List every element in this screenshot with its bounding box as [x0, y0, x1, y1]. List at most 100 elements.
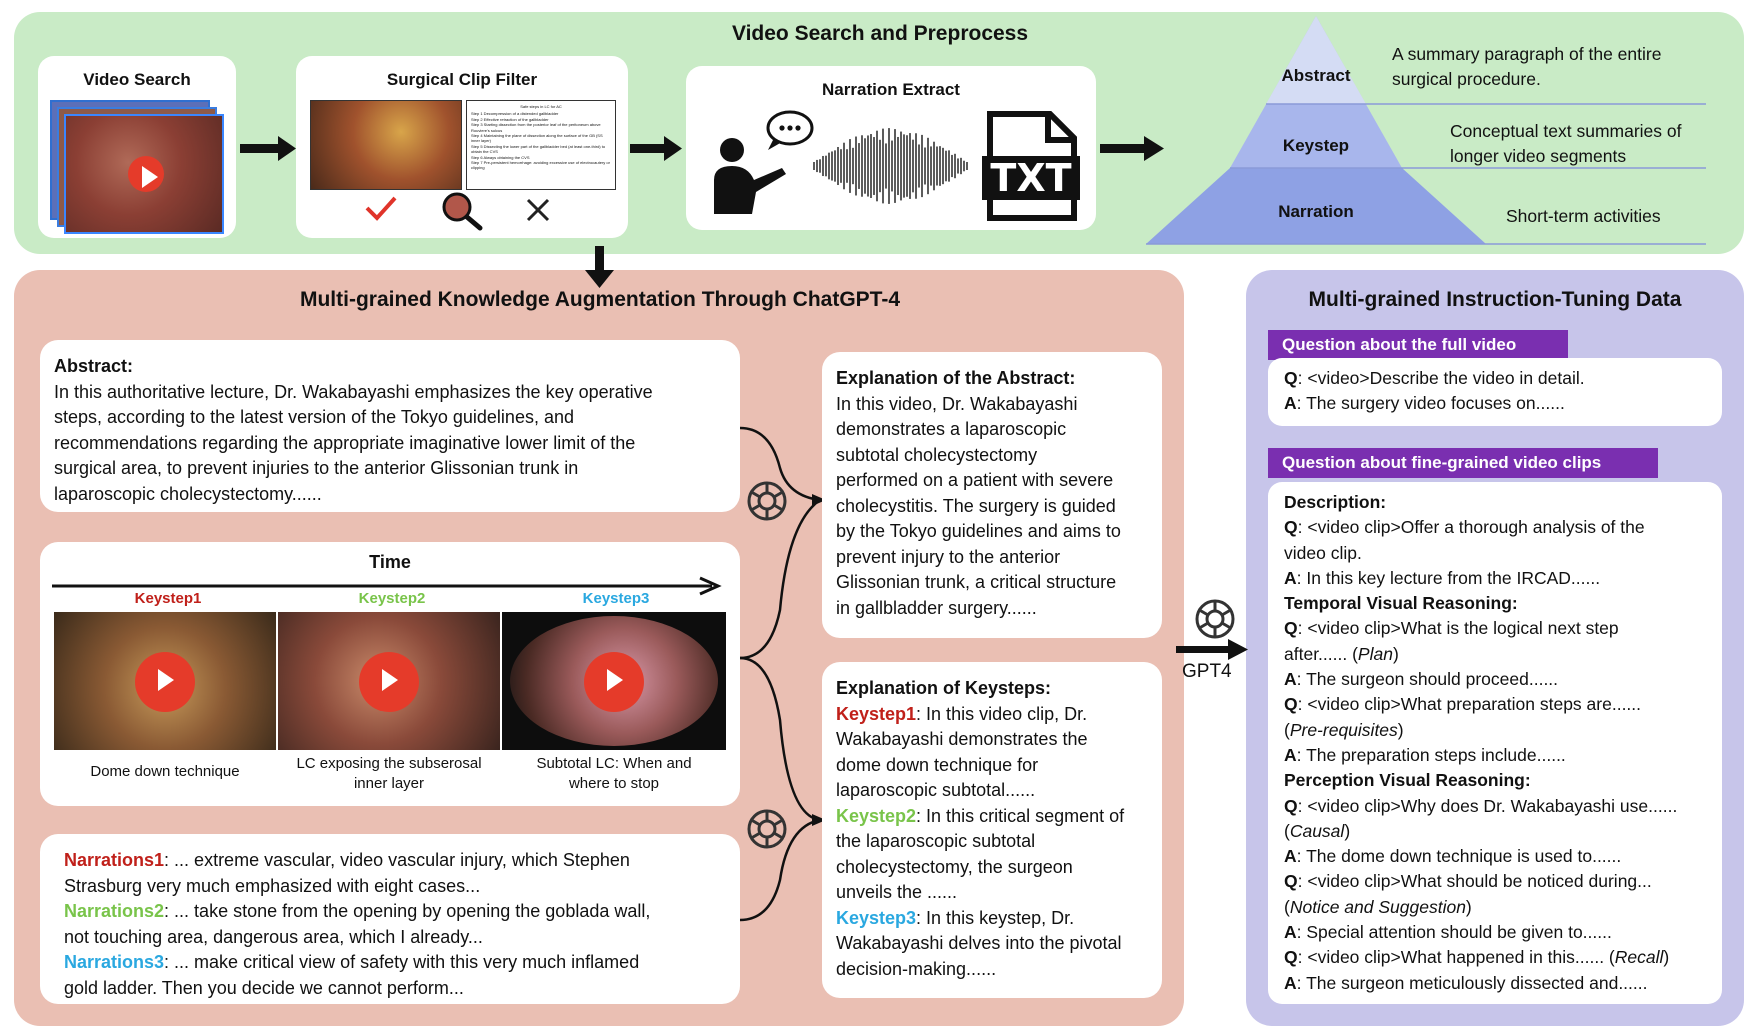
- keystep1-video[interactable]: [54, 612, 276, 750]
- abstract-line: laparoscopic cholecystectomy......: [54, 483, 322, 504]
- arrow-icon: [1100, 136, 1164, 161]
- narration-extract-title: Narration Extract: [822, 80, 960, 99]
- narration-item: Narrations3: ... make critical view of s…: [64, 952, 640, 972]
- keystep1-label: Keystep1: [134, 590, 202, 607]
- safe-step: Step 6 Always obtaining the CVS: [471, 154, 530, 160]
- narration-item-cont: not touching area, dangerous area, which…: [64, 926, 483, 947]
- explanation-keysteps-card: Explanation of Keysteps: Keystep1: In th…: [822, 662, 1162, 998]
- arrow-icon: [630, 136, 682, 161]
- checkmark-icon: [365, 196, 397, 221]
- full-video-header: Question about the full video: [1268, 330, 1568, 360]
- clip-filter-card: Surgical Clip Filter Safe steps in LC fo…: [296, 56, 628, 238]
- surgical-frame: [310, 100, 462, 190]
- safe-step: Step 4 Maintaining the plane of dissecti…: [471, 133, 603, 144]
- safe-steps-title: Safe steps in LC for AC: [520, 104, 562, 109]
- keystep1-caption: Dome down technique: [90, 763, 240, 780]
- keystep-explanation-line: dome down technique for: [836, 754, 1039, 775]
- narrations-card: Narrations1: ... extreme vascular, video…: [40, 834, 740, 1004]
- explanation-line: In this video, Dr. Wakabayashi: [836, 393, 1078, 414]
- explanation-abstract-label: Explanation of the Abstract:: [836, 368, 1076, 388]
- keystep-explanation-line: laparoscopic subtotal......: [836, 780, 1036, 800]
- explanation-keysteps-label: Explanation of Keysteps:: [836, 678, 1052, 698]
- keystep2-label: Keystep2: [358, 590, 426, 607]
- abstract-line: surgical area, to prevent injuries to th…: [54, 458, 579, 478]
- keystep-timeline-card: Time Keystep1 Keystep2 Keystep3 Dome dow…: [40, 542, 740, 806]
- play-icon[interactable]: [135, 652, 195, 712]
- abstract-line: steps, according to the latest version o…: [54, 407, 574, 427]
- keystep2-video[interactable]: [278, 612, 500, 750]
- play-icon[interactable]: [359, 652, 419, 712]
- abstract-line: In this authoritative lecture, Dr. Wakab…: [54, 381, 653, 402]
- perception-section-label: Perception Visual Reasoning:: [1284, 770, 1531, 791]
- narration-item-cont: Strasburg very much emphasized with eigh…: [64, 875, 481, 896]
- preprocess-title: Video Search and Preprocess: [731, 22, 1029, 45]
- keystep-explanation: Keystep3: In this keystep, Dr.: [836, 907, 1075, 928]
- explanation-line: demonstrates a laparoscopic: [836, 419, 1067, 439]
- play-icon[interactable]: [128, 156, 164, 192]
- explanation-line: performed on a patient with severe: [836, 470, 1114, 490]
- keystep-explanation-line: cholecystectomy, the surgeon: [836, 856, 1073, 877]
- explanation-line: subtotal cholecystectomy: [836, 444, 1038, 465]
- keystep-explanation-line: Wakabayashi delves into the pivotal: [836, 933, 1122, 953]
- brace-connectors: [739, 426, 826, 922]
- time-label: Time: [369, 552, 411, 572]
- pyramid-label-keystep: Keystep: [1282, 136, 1350, 155]
- keystep3-video[interactable]: [502, 612, 726, 750]
- lecturer-icon: [714, 110, 814, 214]
- explanation-line: Glissonian trunk, a critical structure: [836, 572, 1117, 592]
- magnifier-icon: [442, 192, 483, 231]
- time-axis-arrow: [52, 576, 722, 596]
- openai-logo-icon: [747, 481, 787, 521]
- knowledge-augmentation-title: Multi-grained Knowledge Augmentation Thr…: [299, 288, 901, 311]
- abstract-label: Abstract:: [54, 356, 134, 376]
- safe-step: Step 5 Dissecting the lower part of the …: [471, 143, 606, 155]
- openai-logo-icon: [1195, 599, 1235, 639]
- explanation-abstract-card: Explanation of the Abstract: In this vid…: [822, 352, 1162, 638]
- instruction-tuning-title: Multi-grained Instruction-Tuning Data: [1308, 288, 1682, 311]
- granularity-pyramid: [1146, 16, 1706, 245]
- narration-item-cont: gold ladder. Then you decide we cannot p…: [64, 977, 464, 998]
- keystep-explanation-line: decision-making......: [836, 958, 997, 979]
- keystep-explanation: Keystep2: In this critical segment of: [836, 805, 1125, 826]
- safe-step: Step 3 Starting dissection from the post…: [471, 122, 601, 133]
- safe-steps-document: Safe steps in LC for AC Step 1 Decompres…: [466, 100, 616, 190]
- cross-icon: [526, 198, 550, 222]
- txt-label: TXT: [990, 156, 1072, 200]
- video-search-card: Video Search: [38, 56, 236, 238]
- video-search-title: Video Search: [83, 70, 191, 89]
- narration-extract-card: Narration Extract TXT: [686, 66, 1096, 230]
- play-icon[interactable]: [584, 652, 644, 712]
- narration-item: Narrations2: ... take stone from the ope…: [64, 901, 651, 921]
- fine-grained-header: Question about fine-grained video clips: [1268, 448, 1658, 478]
- audio-waveform-icon: [813, 128, 968, 204]
- abstract-card: Abstract: In this authoritative lecture,…: [40, 340, 740, 512]
- safe-step: Step 2 Effective retraction of the gallb…: [471, 116, 549, 122]
- keystep-explanation-line: unveils the ......: [836, 882, 958, 902]
- explanation-line: cholecystitis. The surgery is guided: [836, 495, 1116, 516]
- pyramid-top: [1266, 16, 1366, 104]
- keystep-explanation-line: the laparoscopic subtotal: [836, 831, 1036, 851]
- arrow-icon: [240, 136, 296, 161]
- safe-step: Step 7 Pre-persistent hemorrhage: avoidi…: [471, 160, 610, 171]
- keystep-explanation-line: Wakabayashi demonstrates the: [836, 729, 1088, 749]
- full-video-qa-card: Q: <video>Describe the video in detail. …: [1268, 358, 1722, 426]
- full-video-answer: The surgery video focuses on......: [1306, 393, 1565, 414]
- full-video-question: <video>Describe the video in detail.: [1307, 368, 1585, 388]
- explanation-line: prevent injury to the anterior: [836, 546, 1061, 567]
- pyramid-label-abstract: Abstract: [1281, 66, 1351, 85]
- down-arrow-icon: [585, 246, 614, 288]
- explanation-line: in gallbladder surgery......: [836, 597, 1037, 618]
- pyramid-label-narration: Narration: [1278, 202, 1354, 221]
- pyramid-desc-narration: Short-term activities: [1506, 206, 1661, 226]
- fine-grained-qa-card: Description: Q: <video clip>Offer a thor…: [1268, 482, 1722, 1004]
- clip-filter-title: Surgical Clip Filter: [386, 70, 538, 89]
- pyramid-base: [1146, 168, 1486, 244]
- explanation-line: by the Tokyo guidelines and aims to: [836, 521, 1121, 541]
- abstract-line: recommendations regarding the appropriat…: [54, 432, 636, 453]
- keystep3-label: Keystep3: [582, 590, 650, 607]
- description-section-label: Description:: [1284, 492, 1387, 512]
- keystep-explanation: Keystep1: In this video clip, Dr.: [836, 703, 1088, 724]
